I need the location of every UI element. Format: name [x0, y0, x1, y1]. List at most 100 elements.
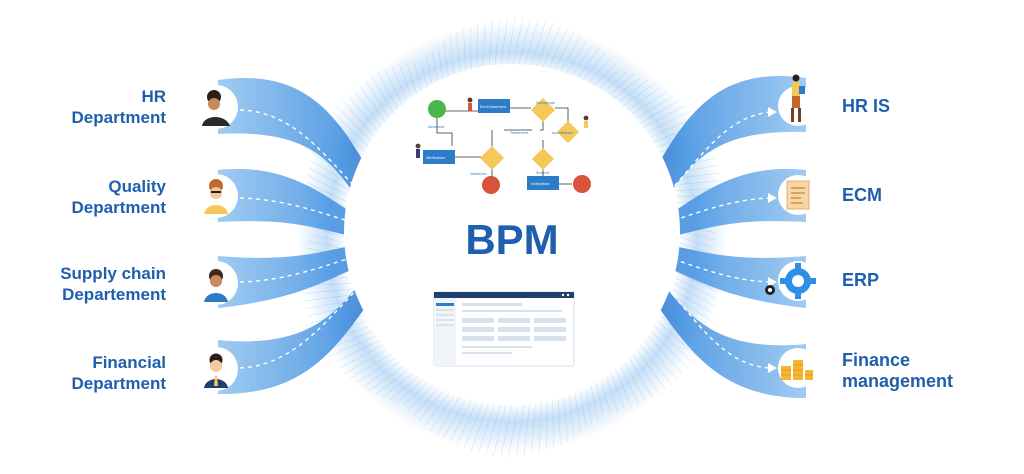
halo-fibre: [569, 394, 575, 438]
bpm-title: BPM: [465, 216, 559, 263]
flow-diamond-3: [480, 146, 504, 170]
woman-avatar-icon: [194, 85, 238, 129]
app-window-thumbnail: [433, 291, 575, 367]
label-line: ECM: [842, 185, 882, 205]
halo-fibre: [362, 361, 400, 388]
halo-fibre: [442, 398, 466, 440]
halo-fibre: [456, 32, 461, 78]
halo-fibre: [449, 36, 455, 80]
halo-fibre: [569, 43, 594, 80]
halo-fibre: [644, 111, 691, 134]
label-line: Finance: [842, 350, 911, 370]
flow-diamond-4: [532, 148, 554, 170]
halo-fibre: [538, 402, 542, 453]
left-avatars: [194, 85, 238, 391]
halo-fibre: [336, 105, 373, 144]
end-node-icon-1: [482, 176, 500, 194]
halo-fibre: [352, 88, 384, 130]
right-icons: [765, 74, 818, 388]
document-icon: [778, 175, 818, 215]
man-suit-avatar-icon: [194, 347, 238, 391]
label-erp: ERP: [842, 270, 879, 291]
halo-fibre: [558, 34, 582, 76]
halo-fibre: [600, 379, 611, 414]
halo-fibre: [375, 369, 409, 395]
flow-node-label: Demande: [428, 125, 444, 129]
halo-fibre: [552, 31, 575, 75]
halo-fibre: [632, 353, 660, 394]
halo-fibre: [358, 84, 388, 125]
halo-fibre: [679, 242, 714, 255]
flow-node-verification: [423, 150, 455, 164]
halo-fibre: [309, 233, 345, 244]
halo-fibre: [391, 66, 409, 105]
halo-fibre: [640, 105, 686, 130]
halo-fibre: [610, 76, 642, 102]
label-hr-is: HR IS: [842, 96, 890, 117]
halo-fibre: [344, 349, 388, 374]
halo-fibre: [413, 60, 424, 95]
halo-fibre: [516, 404, 525, 457]
halo-fibre: [424, 392, 450, 427]
halo-fibre: [644, 340, 678, 381]
halo-fibre: [436, 396, 461, 436]
halo-fibre: [671, 288, 715, 315]
halo-fibre: [307, 240, 345, 250]
halo-fibre: [657, 320, 697, 357]
halo-fibre: [341, 99, 377, 139]
person-clipboard-icon: [778, 74, 818, 126]
process-flowchart: Enrichissement Vérification Intégration …: [415, 97, 591, 194]
label-line: Departement: [62, 285, 166, 304]
halo-fibre: [500, 404, 513, 457]
halo-fibre: [535, 22, 554, 71]
start-node-icon: [428, 100, 446, 118]
halo-fibre: [406, 62, 419, 98]
halo-fibre: [673, 283, 716, 307]
halo-fibre: [636, 100, 680, 125]
halo-fibre: [303, 288, 353, 294]
flow-node-label: Validation: [470, 172, 487, 176]
halo-fibre: [368, 365, 405, 392]
halo-fibre: [431, 49, 439, 87]
label-hr-department: HR Department: [72, 86, 166, 128]
halo-fibre: [356, 357, 396, 384]
halo-fibre: [312, 226, 345, 238]
halo-fibre: [540, 25, 561, 72]
label-line: Quality: [108, 177, 166, 196]
halo-fibre: [463, 402, 484, 449]
halo-fibre: [600, 70, 628, 95]
flow-node-label: Approbation: [552, 131, 573, 135]
label-quality-department: Quality Department: [72, 176, 166, 218]
halo-fibre: [628, 357, 653, 398]
halo-fibre: [408, 385, 434, 411]
halo-fibre: [580, 52, 606, 84]
halo-fibre: [399, 64, 414, 102]
halo-fibre: [499, 17, 508, 70]
tiny-person-icon: [415, 97, 589, 158]
halo-fibre: [396, 379, 424, 404]
halo-fibre: [333, 340, 380, 363]
halo-fibre: [328, 335, 377, 357]
halo-fibre: [580, 390, 587, 430]
halo-fibre: [488, 19, 493, 71]
halo-fibre: [511, 17, 524, 70]
halo-fibre: [463, 29, 466, 76]
halo-fibre: [619, 365, 640, 405]
halo-fibre: [346, 93, 380, 134]
halo-fibre: [470, 403, 489, 452]
stream-quality-department: [218, 168, 440, 245]
halo-fibre: [456, 401, 478, 447]
halo-fibre: [470, 26, 472, 74]
halo-fibre: [546, 27, 568, 73]
halo-fibre: [418, 390, 444, 422]
halo-fibre: [574, 47, 600, 82]
halo-fibre: [371, 76, 396, 117]
halo-fibre: [307, 182, 348, 203]
halo-fibre: [615, 369, 633, 408]
label-line: Department: [71, 108, 166, 127]
man-avatar-icon: [194, 261, 238, 305]
halo-fibre: [558, 398, 561, 445]
halo-fibre: [505, 17, 516, 70]
